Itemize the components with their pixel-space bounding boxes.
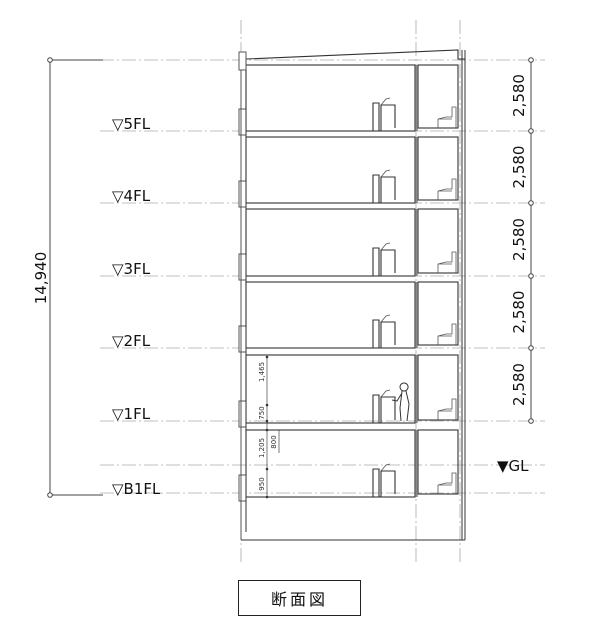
dimension-tick [528,418,534,424]
toilet-icon [437,472,457,494]
window-frame [238,253,247,281]
window-frame [238,108,247,136]
level-labels: ▽5FL ▽4FL ▽3FL ▽2FL ▽1FL ▽B1FL [112,115,161,498]
window-frame [238,400,247,428]
toilet-room-outline [417,208,459,274]
drawing-title: 断面図 [238,580,361,616]
level-label: ▽2FL [112,332,151,350]
faucet-icon [380,314,391,323]
dimension-tick [265,419,269,423]
dim-b1f-window: 800 [270,435,278,448]
dimension-tick [265,495,269,499]
toilet-icon [437,106,457,128]
level-label: ▽5FL [112,115,151,133]
room-outline [245,354,416,424]
window-frame [238,474,247,502]
person-figure-icon [391,382,410,422]
sink-counter [372,468,396,497]
dimension-tick [47,57,53,63]
dimension-tick [47,492,53,498]
faucet-icon [380,242,391,251]
grid-lines [100,20,545,565]
toilet-room-outline [417,64,459,129]
sink-counter [372,319,396,348]
room-outline [245,208,416,277]
faucet-icon [380,389,391,398]
dimension-tick [265,467,269,471]
dimension-tick [528,200,534,206]
sink-counter [372,247,396,276]
dimension-tick [528,57,534,63]
dim-1f-lower: 750 [258,406,266,419]
toilet-room-outline [417,281,459,346]
faucet-icon [380,169,391,178]
dimension-tick [528,128,534,134]
toilet-room-outline [417,354,459,421]
level-label: ▽3FL [112,260,151,278]
dimension-tick [265,403,269,407]
level-label: ▽B1FL [112,480,161,498]
roof-parapet [245,49,465,60]
sink-counter [372,174,396,203]
toilet-room-outline [417,429,459,495]
dim-b1f-lower: 950 [258,477,266,490]
dimension-lines: 2,580 2,580 2,580 2,580 2,580 [47,57,534,499]
faucet-icon [380,97,391,106]
floor-height-dimension: 2,580 [510,146,528,189]
building-section [238,49,466,541]
faucet-icon [380,463,391,472]
toilet-icon [437,251,457,273]
floor-height-dimension: 2,580 [510,363,528,406]
dim-b1f-upper: 1,205 [258,438,266,458]
ground-level-label: ▼GL [497,457,529,475]
floor-height-dimension: 2,580 [510,291,528,334]
toilet-icon [437,323,457,345]
toilet-icon [437,398,457,420]
window-frame [238,325,247,353]
toilet-room-outline [417,136,459,201]
dimension-tick [528,345,534,351]
total-height-dimension: 14,940 [32,252,50,305]
dimension-tick [265,428,269,432]
toilet-icon [437,178,457,200]
sink-counter [372,102,396,131]
floor-height-dimension: 2,580 [510,218,528,261]
sink-counter [372,394,396,423]
level-label: ▽1FL [112,405,151,423]
level-label: ▽4FL [112,187,151,205]
dimension-tick [528,273,534,279]
parapet-cap [238,51,247,71]
dim-1f-upper: 1,465 [258,362,266,382]
floor-height-dimension: 2,580 [510,74,528,117]
window-frame [238,180,247,208]
dimension-tick [265,355,269,359]
